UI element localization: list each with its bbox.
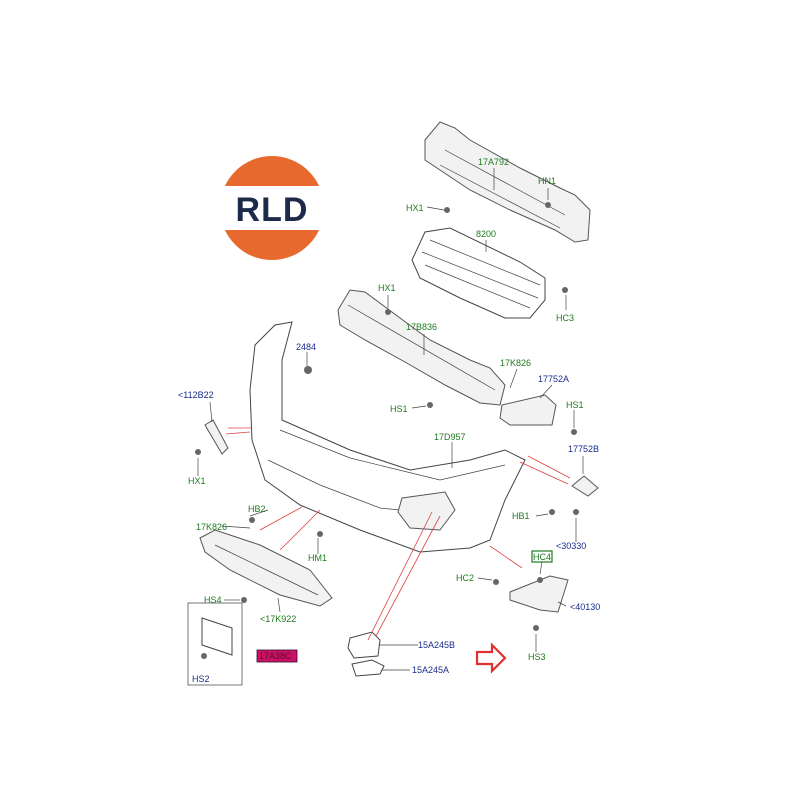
label-HC2: HC2 bbox=[456, 573, 474, 583]
label-HC3: HC3 bbox=[556, 313, 574, 323]
rld-logo: RLD bbox=[214, 156, 330, 260]
label-HX1-top: HX1 bbox=[406, 203, 424, 213]
label-17K826-top: 17K826 bbox=[500, 358, 531, 368]
label-HX1-left: HX1 bbox=[188, 476, 206, 486]
label-HS2: HS2 bbox=[192, 674, 210, 684]
label-HS4: HS4 bbox=[204, 595, 222, 605]
label-HB1: HB1 bbox=[512, 511, 530, 521]
side-strip-left-part bbox=[204, 419, 229, 455]
logo-text: RLD bbox=[236, 191, 309, 229]
label-17752B: 17752B bbox=[568, 444, 599, 454]
label-17K922: <17K922 bbox=[260, 614, 296, 624]
side-bracket-b-part bbox=[571, 475, 599, 497]
label-HS1-left: HS1 bbox=[390, 404, 408, 414]
grille-part bbox=[411, 227, 546, 319]
label-HM1: HM1 bbox=[308, 553, 327, 563]
red-guide-lines bbox=[225, 427, 571, 641]
label-HN1: HN1 bbox=[538, 176, 556, 186]
tow-cover-a-part bbox=[351, 659, 385, 677]
undertray-part bbox=[199, 529, 333, 607]
label-17752A: 17752A bbox=[538, 374, 569, 384]
label-17A792: 17A792 bbox=[478, 157, 509, 167]
hc4-box bbox=[531, 550, 553, 563]
leader-lines bbox=[197, 168, 584, 671]
label-HS1-right: HS1 bbox=[566, 400, 584, 410]
side-bracket-a-part bbox=[499, 394, 557, 426]
license-plate-bracket-part bbox=[187, 602, 243, 686]
fasteners bbox=[195, 202, 579, 659]
reinforcement-beam-part bbox=[424, 121, 591, 243]
label-112B22: <112B22 bbox=[178, 390, 214, 400]
label-HX1-mid: HX1 bbox=[378, 283, 396, 293]
upper-support-part bbox=[337, 289, 506, 406]
label-HB2: HB2 bbox=[248, 504, 266, 514]
label-2484: 2484 bbox=[296, 342, 316, 352]
part-labels: 17A792 HN1 HX1 8200 HC3 HX1 17B836 2484 … bbox=[178, 157, 600, 684]
label-15A245A: 15A245A bbox=[412, 665, 449, 675]
red-arrow-icon bbox=[475, 642, 507, 674]
label-17A38C: 17A38C bbox=[259, 651, 292, 661]
label-8200: 8200 bbox=[476, 229, 496, 239]
tow-cover-b-part bbox=[347, 631, 381, 659]
label-15A245B: 15A245B bbox=[418, 640, 455, 650]
label-17K826-left: 17K826 bbox=[196, 522, 227, 532]
label-HC4: HC4 bbox=[533, 552, 551, 562]
highlight-box bbox=[256, 649, 298, 663]
lower-bracket-right-part bbox=[509, 575, 569, 613]
bumper-cover-part bbox=[249, 321, 526, 553]
label-HS3: HS3 bbox=[528, 652, 546, 662]
label-40130: <40130 bbox=[570, 602, 600, 612]
label-17D957: 17D957 bbox=[434, 432, 466, 442]
label-30330: <30330 bbox=[556, 541, 586, 551]
label-17B836: 17B836 bbox=[406, 322, 437, 332]
